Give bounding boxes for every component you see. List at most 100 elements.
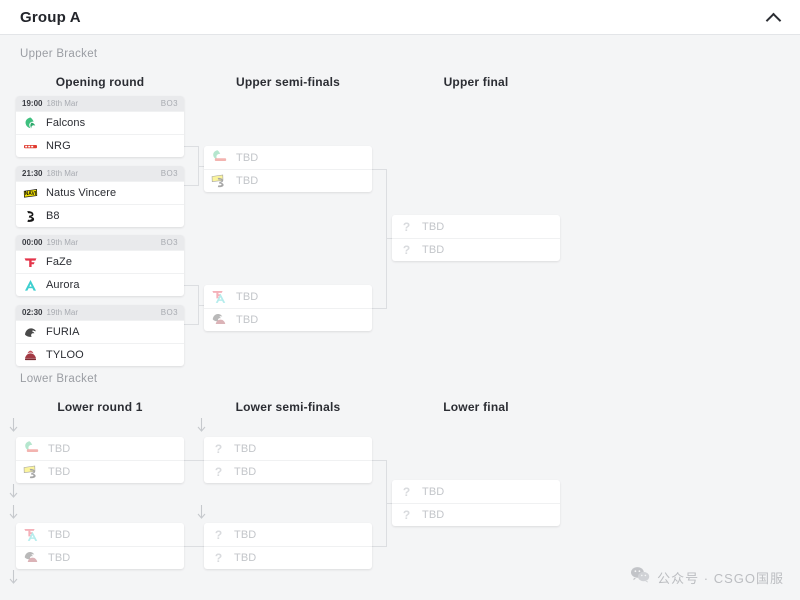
team-row[interactable]: ? TBD	[204, 523, 372, 546]
question-icon: ?	[402, 508, 411, 522]
team-row[interactable]: NRG	[16, 134, 184, 157]
team-row[interactable]: TBD	[204, 308, 372, 331]
team-row[interactable]: ? TBD	[392, 238, 560, 261]
lower-bracket-label: Lower Bracket	[20, 373, 98, 385]
question-icon: ?	[214, 551, 223, 565]
match-card[interactable]: 02:30 19th Mar BO3 FURIA TYLOO	[16, 305, 184, 366]
question-icon: ?	[402, 243, 411, 257]
connector	[198, 305, 206, 306]
team-name: TBD	[422, 220, 445, 233]
match-card[interactable]: 21:30 18th Mar BO3 NAVI Natus Vincere B8	[16, 166, 184, 227]
team-name: TBD	[48, 442, 71, 455]
match-card[interactable]: ? TBD ? TBD	[204, 437, 372, 483]
team-name: FaZe	[46, 256, 73, 268]
team-logo-stack	[23, 464, 40, 480]
svg-text:NAVI: NAVI	[25, 191, 37, 197]
round-label-lower-r1: Lower round 1	[57, 400, 143, 414]
match-format: BO3	[160, 99, 178, 108]
team-logo-stack	[23, 440, 40, 457]
team-logo-stack	[23, 527, 40, 543]
team-name: TBD	[234, 442, 257, 455]
team-name: Falcons	[46, 117, 86, 129]
team-logo-stack	[211, 149, 228, 166]
team-name: TBD	[234, 466, 257, 478]
aurora-logo	[23, 278, 38, 293]
team-row[interactable]: Falcons	[16, 111, 184, 134]
team-name: TBD	[422, 485, 445, 498]
match-format: BO3	[160, 169, 178, 178]
chevron-up-icon[interactable]	[766, 9, 782, 25]
nrg-logo	[23, 139, 38, 154]
wechat-icon	[630, 566, 650, 588]
team-name: TBD	[48, 466, 71, 478]
team-row[interactable]: B8	[16, 204, 184, 227]
team-row[interactable]: ? TBD	[204, 460, 372, 483]
drop-arrow-icon	[8, 418, 19, 434]
match-card[interactable]: 00:00 19th Mar BO3 FaZe Aurora	[16, 235, 184, 296]
match-time: 19:00	[22, 99, 43, 108]
team-row[interactable]: ? TBD	[392, 215, 560, 238]
match-card[interactable]: ? TBD ? TBD	[392, 215, 560, 261]
furia-logo	[23, 325, 38, 340]
match-card[interactable]: 19:00 18th Mar BO3 Falcons NRG	[16, 96, 184, 157]
question-icon: ?	[214, 527, 223, 542]
team-row[interactable]: ? TBD	[392, 503, 560, 526]
team-row[interactable]: ? TBD	[204, 437, 372, 460]
match-date: 18th Mar	[46, 99, 79, 108]
team-row[interactable]: TYLOO	[16, 343, 184, 366]
round-label-lower-final: Lower final	[443, 400, 509, 414]
team-row[interactable]: TBD	[16, 460, 184, 483]
connector	[198, 166, 206, 167]
team-row[interactable]: TBD	[16, 437, 184, 460]
team-logo-stack	[211, 173, 228, 189]
team-name: TBD	[234, 552, 257, 564]
question-icon: ?	[214, 441, 223, 456]
team-name: TBD	[236, 290, 259, 303]
team-row[interactable]: Aurora	[16, 273, 184, 296]
match-format: BO3	[160, 238, 178, 247]
team-name: TBD	[234, 528, 257, 541]
group-header[interactable]: Group A	[0, 0, 800, 35]
match-date: 19th Mar	[46, 238, 79, 247]
match-card[interactable]: TBD TBD	[204, 285, 372, 331]
drop-arrow-icon	[8, 570, 19, 586]
team-row[interactable]: TBD	[16, 546, 184, 569]
match-card[interactable]: ? TBD ? TBD	[392, 480, 560, 526]
connector	[372, 308, 386, 309]
falcons-logo	[23, 116, 38, 131]
match-card[interactable]: TBD TBD	[204, 146, 372, 192]
team-row[interactable]: FaZe	[16, 250, 184, 273]
match-time: 21:30	[22, 169, 43, 178]
team-row[interactable]: TBD	[16, 523, 184, 546]
drop-arrow-icon	[8, 505, 19, 521]
team-row[interactable]: ? TBD	[392, 480, 560, 503]
match-date: 19th Mar	[46, 308, 79, 317]
connector	[386, 169, 387, 309]
team-name: Natus Vincere	[46, 187, 117, 199]
team-row[interactable]: FURIA	[16, 320, 184, 343]
team-name: TBD	[48, 528, 71, 541]
watermark: 公众号 · CSGO国服	[630, 566, 784, 588]
team-row[interactable]: TBD	[204, 285, 372, 308]
connector	[184, 285, 198, 286]
match-header: 21:30 18th Mar BO3	[16, 166, 184, 181]
round-label-upper-final: Upper final	[443, 75, 509, 89]
team-row[interactable]: NAVI Natus Vincere	[16, 181, 184, 204]
team-name: NRG	[46, 140, 71, 152]
match-card[interactable]: TBD TBD	[16, 437, 184, 483]
match-card[interactable]: TBD TBD	[16, 523, 184, 569]
team-row[interactable]: TBD	[204, 146, 372, 169]
team-row[interactable]: TBD	[204, 169, 372, 192]
connector	[184, 185, 198, 186]
watermark-text: 公众号 · CSGO国服	[657, 570, 784, 586]
connector	[184, 324, 198, 325]
match-time: 00:00	[22, 238, 43, 247]
match-card[interactable]: ? TBD ? TBD	[204, 523, 372, 569]
connector	[386, 503, 394, 504]
round-label-upper-semis: Upper semi-finals	[235, 75, 341, 89]
connector	[372, 460, 386, 461]
team-row[interactable]: ? TBD	[204, 546, 372, 569]
tyloo-logo	[23, 348, 38, 363]
faze-logo	[23, 255, 38, 270]
round-label-opening: Opening round	[55, 75, 145, 89]
